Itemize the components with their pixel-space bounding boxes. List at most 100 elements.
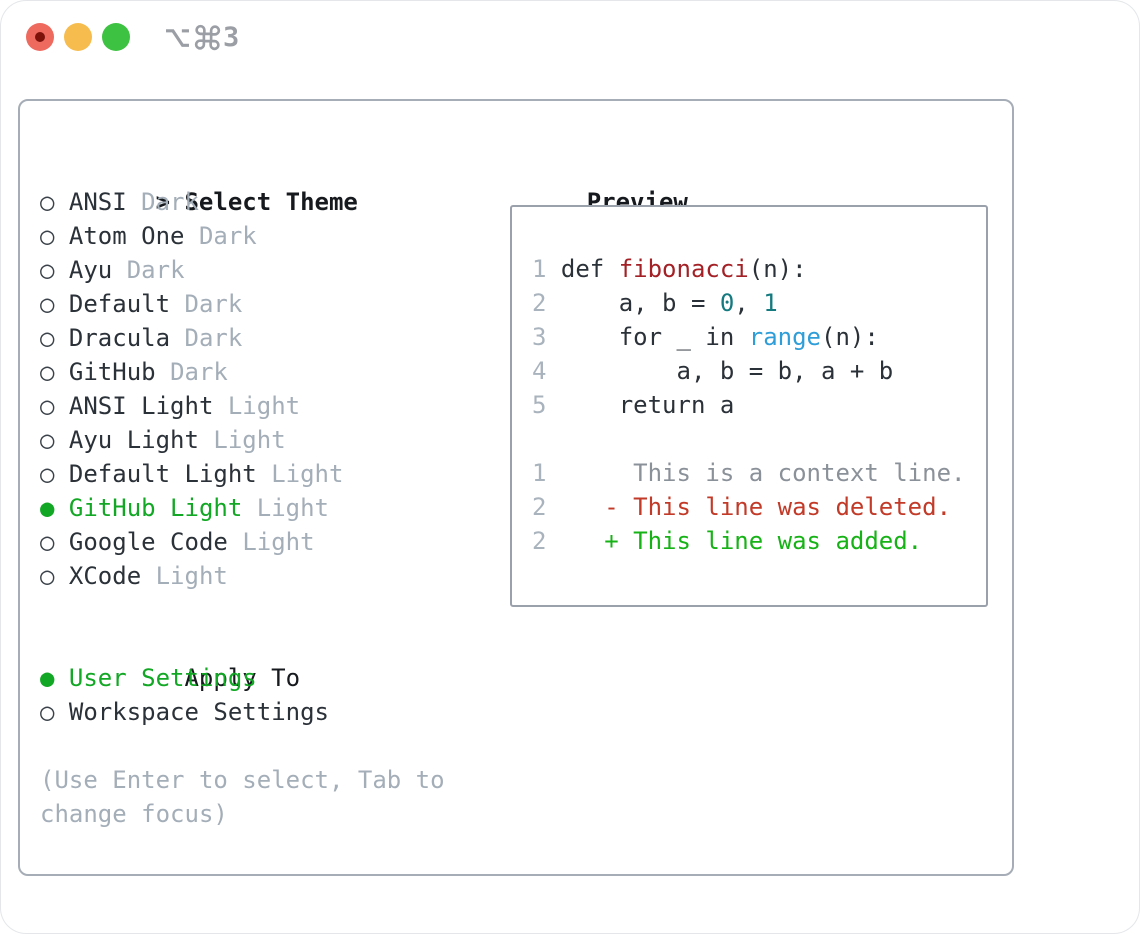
- code-segment: 0: [719, 289, 735, 317]
- apply-to-header: Apply To: [40, 627, 459, 692]
- theme-option-default-light[interactable]: ○ Default Light Light: [40, 457, 459, 491]
- theme-option-label: ANSI: [68, 188, 127, 216]
- preview-code-line: 1 This is a context line.: [532, 456, 986, 490]
- line-number: 1: [532, 255, 547, 283]
- theme-option-ansi[interactable]: ○ ANSI Dark: [40, 185, 459, 219]
- theme-option-ansi-light[interactable]: ○ ANSI Light Light: [40, 389, 459, 423]
- theme-list: ○ ANSI Dark○ Atom One Dark○ Ayu Dark○ De…: [40, 185, 459, 593]
- titlebar: [26, 23, 140, 51]
- theme-option-label: ANSI Light: [68, 392, 214, 420]
- code-segment: 1: [763, 289, 778, 317]
- theme-variant-label: Light: [256, 494, 329, 522]
- theme-selector-column: >Select Theme ○ ANSI Dark○ Atom One Dark…: [40, 151, 459, 831]
- theme-variant-label: Light: [227, 392, 301, 420]
- radio-unselected-icon: ○: [40, 460, 55, 488]
- select-theme-title: Select Theme: [184, 188, 358, 216]
- line-number: 3: [532, 323, 547, 351]
- line-number: 5: [532, 391, 547, 419]
- theme-option-label: Dracula: [68, 324, 171, 352]
- theme-option-atom-one[interactable]: ○ Atom One Dark: [40, 219, 459, 253]
- close-button[interactable]: [26, 23, 54, 51]
- theme-variant-label: Dark: [184, 324, 243, 352]
- code-segment: This is a context line.: [546, 459, 966, 487]
- preview-code-line: 1 def fibonacci(n):: [532, 252, 986, 286]
- radio-unselected-icon: ○: [40, 290, 55, 318]
- radio-selected-icon: ●: [40, 664, 55, 692]
- line-number: 4: [532, 357, 547, 385]
- line-number: 2: [532, 289, 547, 317]
- theme-option-label: Default: [68, 290, 171, 318]
- theme-option-github[interactable]: ○ GitHub Dark: [40, 355, 459, 389]
- preview-code-line: [532, 422, 986, 456]
- prompt-cursor-icon: >: [155, 188, 171, 216]
- radio-unselected-icon: ○: [40, 222, 55, 250]
- minimize-button[interactable]: [64, 23, 92, 51]
- command-key-icon: [194, 24, 221, 50]
- window-title-key: 3: [223, 21, 240, 53]
- theme-option-github-light[interactable]: ● GitHub Light Light: [40, 491, 459, 525]
- code-segment: a, b = b, a + b: [546, 357, 894, 385]
- preview-code-line: 2 a, b = 0, 1: [532, 286, 986, 320]
- theme-option-label: GitHub Light: [68, 494, 243, 522]
- code-segment: + This line was added.: [546, 527, 923, 555]
- radio-unselected-icon: ○: [40, 324, 55, 352]
- theme-option-label: Atom One: [68, 222, 185, 250]
- radio-unselected-icon: ○: [40, 256, 55, 284]
- code-segment: ,: [734, 289, 764, 317]
- spacer: [40, 729, 459, 763]
- theme-option-google-code[interactable]: ○ Google Code Light: [40, 525, 459, 559]
- preview-code-line: 2 - This line was deleted.: [532, 490, 986, 524]
- radio-unselected-icon: ○: [40, 188, 55, 216]
- apply-to-title: Apply To: [184, 664, 301, 692]
- theme-option-ayu-light[interactable]: ○ Ayu Light Light: [40, 423, 459, 457]
- theme-option-dracula[interactable]: ○ Dracula Dark: [40, 321, 459, 355]
- apply-option-label: User Settings: [68, 664, 257, 692]
- code-segment: range: [748, 323, 821, 351]
- theme-option-label: Ayu: [68, 256, 113, 284]
- radio-unselected-icon: ○: [40, 392, 55, 420]
- radio-unselected-icon: ○: [40, 562, 55, 590]
- theme-option-label: Ayu Light: [68, 426, 199, 454]
- select-theme-header: > Select Theme: [40, 151, 459, 216]
- spacer: [40, 593, 459, 627]
- code-segment: (n):: [748, 255, 807, 283]
- theme-variant-label: Dark: [184, 290, 243, 318]
- theme-picker-panel: >Select Theme ○ ANSI Dark○ Atom One Dark…: [18, 99, 1014, 876]
- line-number: 2: [532, 493, 547, 521]
- code-segment: return a: [546, 391, 735, 419]
- theme-variant-label: Dark: [141, 188, 199, 216]
- apply-option-user-settings[interactable]: ● User Settings: [40, 661, 459, 695]
- preview-code-line: 2 + This line was added.: [532, 524, 986, 558]
- theme-option-label: XCode: [68, 562, 142, 590]
- theme-variant-label: Dark: [170, 358, 228, 386]
- theme-option-ayu[interactable]: ○ Ayu Dark: [40, 253, 459, 287]
- radio-unselected-icon: ○: [40, 528, 55, 556]
- code-segment: for _ in: [546, 323, 749, 351]
- preview-header: Preview: [500, 151, 688, 216]
- preview-code-line: 4 a, b = b, a + b: [532, 354, 986, 388]
- code-segment: def: [546, 255, 619, 283]
- zoom-button[interactable]: [102, 23, 130, 51]
- close-modified-dot-icon: [35, 32, 45, 42]
- theme-option-default[interactable]: ○ Default Dark: [40, 287, 459, 321]
- theme-variant-label: Light: [155, 562, 228, 590]
- code-segment: (n):: [821, 323, 879, 351]
- radio-unselected-icon: ○: [40, 698, 55, 726]
- code-segment: a, b =: [546, 289, 720, 317]
- radio-unselected-icon: ○: [40, 426, 55, 454]
- window-title-shortcut: 3: [163, 21, 239, 53]
- preview-code-line: 3 for _ in range(n):: [532, 320, 986, 354]
- apply-option-workspace-settings[interactable]: ○ Workspace Settings: [40, 695, 459, 729]
- theme-variant-label: Light: [271, 460, 344, 488]
- apply-to-list: ● User Settings○ Workspace Settings: [40, 661, 459, 729]
- theme-option-xcode[interactable]: ○ XCode Light: [40, 559, 459, 593]
- hint-text: (Use Enter to select, Tab to change focu…: [40, 766, 460, 828]
- theme-option-label: Google Code: [68, 528, 228, 556]
- radio-unselected-icon: ○: [40, 358, 55, 386]
- theme-variant-label: Dark: [198, 222, 257, 250]
- line-number: 2: [532, 527, 547, 555]
- line-number: 1: [532, 459, 547, 487]
- theme-variant-label: Dark: [126, 256, 185, 284]
